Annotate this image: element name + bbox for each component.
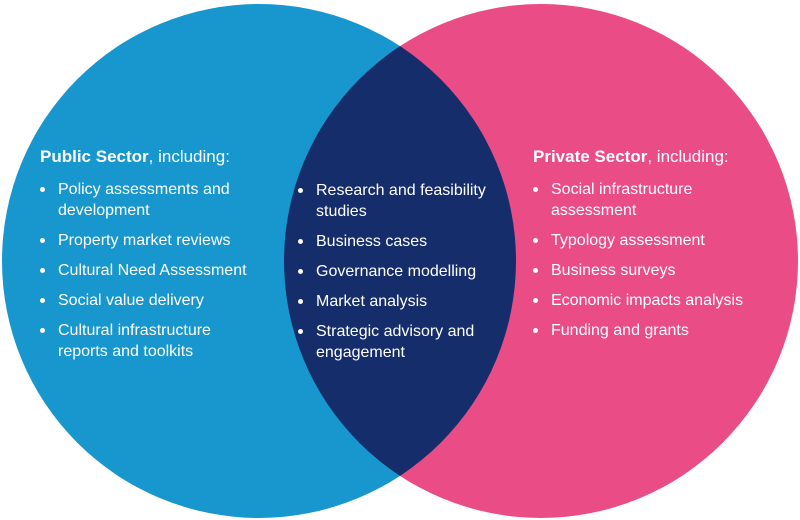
bullet-icon: [298, 329, 303, 334]
list-item: Research and feasibility studies: [298, 180, 494, 222]
private-sector-circle: [284, 4, 798, 518]
list-item: Governance modelling: [298, 261, 494, 282]
bullet-icon: [40, 268, 45, 273]
public-sector-list: Policy assessments and development Prope…: [40, 179, 258, 362]
overlap-panel: Research and feasibility studies Busines…: [298, 180, 494, 372]
list-item-label: Property market reviews: [58, 232, 231, 249]
bullet-icon: [40, 238, 45, 243]
list-item: Funding and grants: [533, 320, 761, 341]
list-item: Business surveys: [533, 260, 761, 281]
list-item-label: Social infrastructure assessment: [551, 181, 693, 219]
list-item: Property market reviews: [40, 230, 258, 251]
list-item: Business cases: [298, 231, 494, 252]
public-sector-title-rest: , including:: [148, 147, 230, 166]
list-item-label: Cultural Need Assessment: [58, 262, 247, 279]
list-item: Policy assessments and development: [40, 179, 258, 221]
private-sector-list: Social infrastructure assessment Typolog…: [533, 179, 761, 341]
bullet-icon: [40, 298, 45, 303]
list-item: Strategic advisory and engagement: [298, 321, 494, 363]
list-item-label: Business surveys: [551, 262, 676, 279]
list-item-label: Typology assessment: [551, 232, 705, 249]
bullet-icon: [533, 187, 538, 192]
bullet-icon: [533, 298, 538, 303]
list-item: Typology assessment: [533, 230, 761, 251]
list-item: Cultural Need Assessment: [40, 260, 258, 281]
list-item-label: Market analysis: [316, 293, 428, 310]
private-sector-panel: Private Sector, including: Social infras…: [533, 146, 761, 350]
overlap-list: Research and feasibility studies Busines…: [298, 180, 494, 363]
bullet-icon: [298, 299, 303, 304]
bullet-icon: [40, 328, 45, 333]
bullet-icon: [533, 268, 538, 273]
public-sector-title: Public Sector, including:: [40, 146, 258, 168]
list-item-label: Strategic advisory and engagement: [316, 323, 475, 361]
list-item-label: Business cases: [316, 233, 428, 250]
list-item-label: Economic impacts analysis: [551, 292, 744, 309]
bullet-icon: [298, 239, 303, 244]
bullet-icon: [298, 188, 303, 193]
list-item-label: Cultural infrastructure reports and tool…: [58, 322, 211, 360]
list-item-label: Governance modelling: [316, 263, 477, 280]
private-sector-title-rest: , including:: [647, 147, 729, 166]
list-item: Market analysis: [298, 291, 494, 312]
public-sector-title-bold: Public Sector: [40, 147, 149, 166]
list-item: Cultural infrastructure reports and tool…: [40, 320, 258, 362]
list-item: Social infrastructure assessment: [533, 179, 761, 221]
private-sector-title: Private Sector, including:: [533, 146, 761, 168]
list-item-label: Social value delivery: [58, 292, 204, 309]
bullet-icon: [533, 328, 538, 333]
public-sector-panel: Public Sector, including: Policy assessm…: [40, 146, 258, 371]
bullet-icon: [298, 269, 303, 274]
private-sector-title-bold: Private Sector: [533, 147, 648, 166]
list-item-label: Policy assessments and development: [58, 181, 230, 219]
list-item: Social value delivery: [40, 290, 258, 311]
list-item-label: Research and feasibility studies: [316, 182, 486, 220]
list-item: Economic impacts analysis: [533, 290, 761, 311]
bullet-icon: [533, 238, 538, 243]
list-item-label: Funding and grants: [551, 322, 689, 339]
bullet-icon: [40, 187, 45, 192]
